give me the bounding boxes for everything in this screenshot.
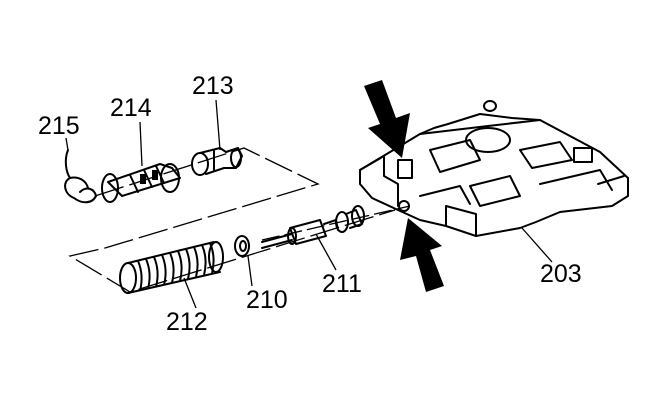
callout-212: 212 xyxy=(166,308,208,336)
arrow-bottom xyxy=(400,218,444,292)
callout-213: 213 xyxy=(192,72,234,100)
plug-part-213 xyxy=(191,147,243,176)
valve-part-211 xyxy=(261,205,365,249)
spring-part-212 xyxy=(119,241,224,294)
leader-lines xyxy=(65,99,553,309)
clip-part-215 xyxy=(64,149,97,204)
valve-body-part-203 xyxy=(359,100,629,237)
callout-210: 210 xyxy=(246,286,288,314)
callout-203: 203 xyxy=(540,260,582,288)
callout-211: 211 xyxy=(322,270,362,298)
spool-valve-part-214 xyxy=(101,163,181,203)
callout-214: 214 xyxy=(110,94,152,122)
washer-part-210 xyxy=(234,235,250,257)
arrow-top xyxy=(364,80,410,158)
callout-215: 215 xyxy=(38,112,80,140)
